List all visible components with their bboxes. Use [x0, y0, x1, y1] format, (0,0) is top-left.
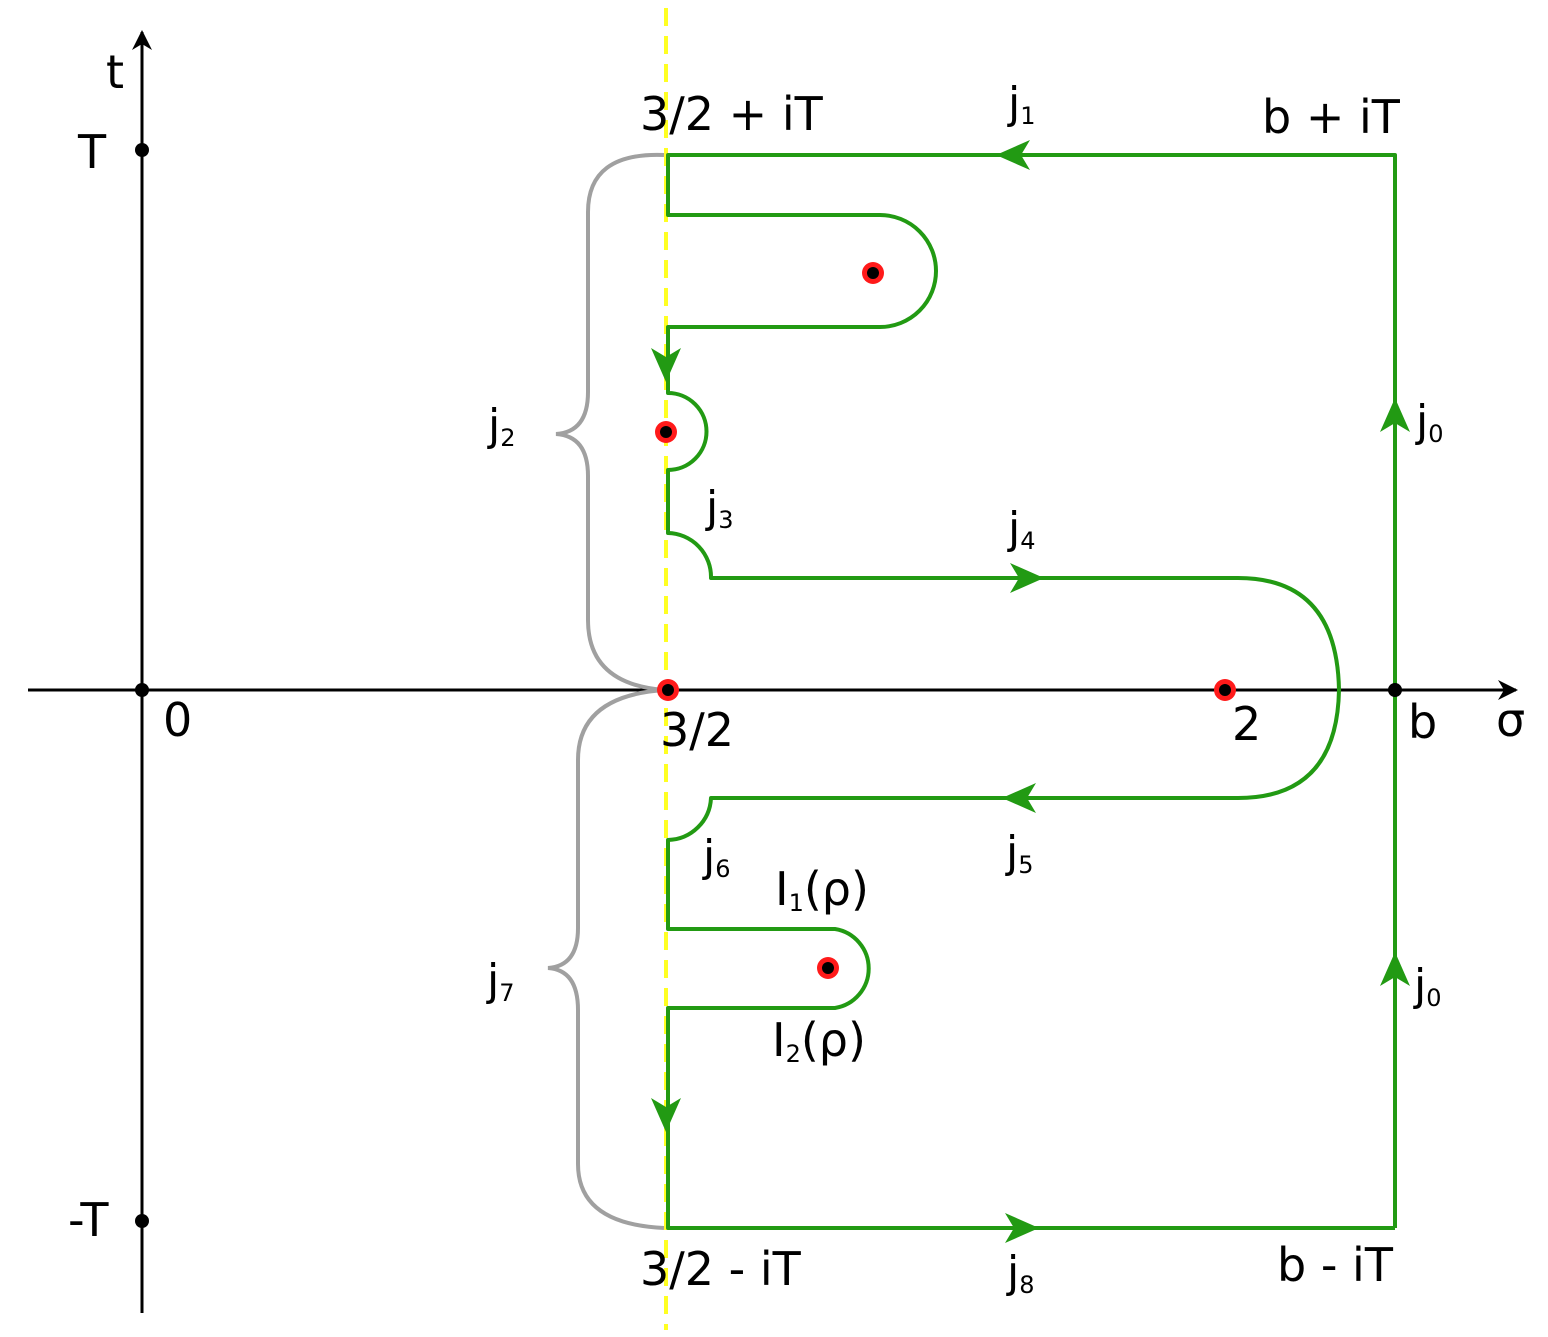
brace-j2: [555, 152, 665, 692]
pole-marker-icon: [657, 679, 679, 701]
segment-label-j2: j2: [487, 400, 516, 452]
axis-dots: [135, 143, 1402, 1228]
poles: [655, 262, 1236, 979]
top-left-corner-label: 3/2 + iT: [640, 87, 824, 141]
critical-point-label: 3/2: [660, 703, 734, 757]
contour-path: [666, 153, 1397, 1230]
bottom-right-corner-label: b - iT: [1277, 1238, 1394, 1292]
pole-marker-icon: [655, 421, 677, 443]
pole-marker-icon: [1214, 679, 1236, 701]
arrowhead-icon: [1380, 398, 1410, 432]
pole-marker-icon: [817, 957, 839, 979]
sigma-axis-label: σ: [1496, 693, 1525, 747]
arrowhead-icon: [1010, 563, 1044, 593]
arrowhead-icon: [1380, 952, 1410, 986]
dot-marker-icon: [135, 683, 149, 697]
segment-label-j4: j4: [1007, 503, 1036, 555]
origin-label: 0: [163, 693, 192, 747]
top-right-corner-label: b + iT: [1262, 90, 1401, 144]
integral-label-I1: I1(ρ): [775, 862, 869, 917]
integral-label-I2: I2(ρ): [772, 1013, 866, 1068]
arrowhead-icon: [651, 348, 681, 382]
dot-marker-icon: [135, 143, 149, 157]
bottom-left-corner-label: 3/2 - iT: [640, 1242, 802, 1296]
segment-label-j0-upper: j0: [1415, 396, 1444, 448]
two-point-label: 2: [1232, 697, 1261, 751]
t-bottom-tick-label: -T: [68, 1193, 109, 1247]
contour-arrows: [651, 140, 1410, 1243]
segment-label-j8: j8: [1006, 1247, 1035, 1299]
brace-j7: [547, 688, 665, 1230]
dot-marker-icon: [1388, 683, 1402, 697]
segment-label-j0-lower: j0: [1413, 960, 1442, 1012]
pole-marker-icon: [862, 262, 884, 284]
arrowhead-icon: [996, 140, 1030, 170]
arrowhead-icon: [651, 1098, 681, 1132]
t-top-tick-label: T: [77, 125, 107, 179]
segment-label-j1: j1: [1007, 78, 1036, 130]
segment-label-j6: j6: [702, 831, 731, 883]
b-point-label: b: [1408, 695, 1437, 749]
arrowhead-icon: [1005, 1213, 1039, 1243]
t-axis-label: t: [106, 45, 124, 99]
dot-marker-icon: [135, 1214, 149, 1228]
segment-label-j5: j5: [1005, 827, 1034, 879]
segment-label-j7: j7: [486, 955, 515, 1007]
segment-label-j3: j3: [705, 482, 734, 534]
arrowhead-icon: [1002, 783, 1036, 813]
